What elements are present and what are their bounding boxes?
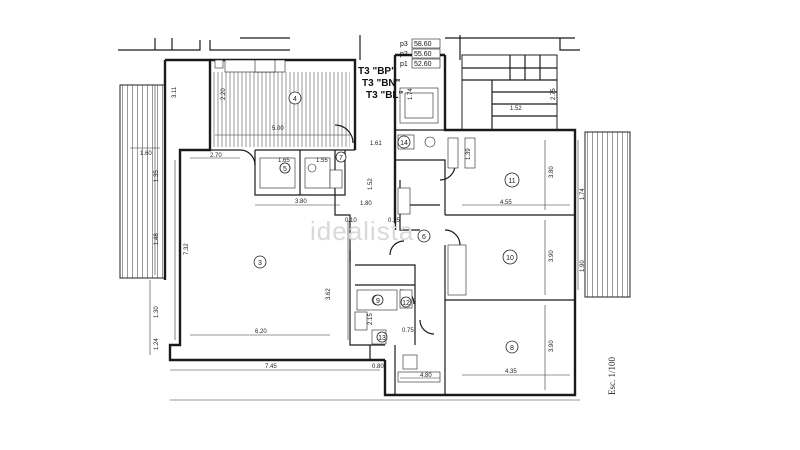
interior-walls — [180, 129, 575, 395]
unit-type-bl: T3 "BL" — [366, 90, 404, 101]
kitchen-floor — [210, 72, 350, 147]
dimension-lines — [130, 85, 580, 401]
watermark: idealista — [310, 216, 414, 246]
unit-type-bn: T3 "BN" — [362, 78, 401, 89]
dim-left-balcony-b: 1.48 — [154, 233, 160, 245]
room-12-label: 12 — [402, 300, 410, 307]
unit-type-labels: T3 "BP" T3 "BN" T3 "BL" — [358, 66, 404, 101]
room-14-label: 14 — [400, 140, 408, 147]
dim-total-width: 7.45 — [265, 364, 277, 370]
right-balcony — [584, 131, 631, 298]
room-11-label: 11 — [508, 178, 515, 185]
dim-stair-height: 2.75 — [551, 88, 557, 100]
room-markers: 3 4 5 6 7 8 9 10 11 12 13 14 — [253, 91, 520, 354]
level-p1: 52.60 — [414, 61, 432, 68]
room-6-label: 6 — [422, 234, 426, 241]
dim-wall-b: 0.15 — [388, 218, 400, 224]
room-3-label: 3 — [258, 260, 262, 267]
dim-room3-width: 6.20 — [255, 329, 267, 335]
top-neighbour-walls — [118, 35, 580, 60]
dim-stair-landing: 1.52 — [510, 106, 522, 112]
room-5-label: 5 — [283, 166, 287, 173]
room-4-label: 4 — [293, 96, 297, 103]
dim-room3-inner: 3.62 — [326, 288, 332, 300]
dim-utility: 4.80 — [420, 373, 432, 379]
floor-p3: p3 — [400, 41, 408, 48]
room-9-label: 9 — [376, 298, 380, 305]
dim-corridor-height: 1.52 — [368, 178, 374, 190]
staircase — [461, 54, 558, 131]
dim-room11-height: 3.80 — [549, 166, 555, 178]
dim-room10-height: 3.90 — [549, 250, 555, 262]
dim-small: 0.80 — [372, 364, 384, 370]
dim-top-left-a: 3.11 — [172, 86, 178, 98]
dim-kitchen-height: 2.20 — [221, 88, 227, 100]
dimension-labels: 7.45 6.20 3.80 2.70 5.00 1.80 0.10 0.15 … — [140, 86, 586, 379]
room-13-label: 13 — [378, 335, 386, 342]
dim-left-bottom-b: 1.30 — [154, 306, 160, 318]
dim-balcony-width: 1.60 — [140, 151, 152, 157]
dim-kitchen-width: 5.00 — [272, 126, 284, 132]
dim-corridor: 1.80 — [360, 201, 372, 207]
unit-type-bp: T3 "BP" — [358, 66, 396, 77]
dim-bath9-width: 0.75 — [402, 328, 414, 334]
dim-bath9: 2.15 — [368, 313, 374, 325]
dim-bath14: 1.74 — [408, 88, 414, 100]
room-10-label: 10 — [506, 255, 514, 262]
scale-label: Esc. 1/100 — [607, 357, 617, 395]
dim-hall: 2.70 — [210, 153, 222, 159]
dim-room8-height: 3.90 — [549, 340, 555, 352]
dim-wc-a: 1.65 — [278, 158, 290, 164]
dim-room3-height: 7.32 — [184, 243, 190, 255]
room-8-label: 8 — [510, 345, 514, 352]
dim-closet: 1.39 — [466, 148, 472, 160]
dim-wall-a: 0.10 — [345, 218, 357, 224]
dim-room11-width: 4.55 — [500, 200, 512, 206]
floor-levels: p3 58.60 p2 55.60 p1 52.60 — [400, 38, 441, 69]
dim-room8-width: 4.35 — [505, 369, 517, 375]
dim-right-balcony-b: 1.74 — [580, 188, 586, 200]
room-7-label: 7 — [339, 155, 343, 162]
dim-left-balcony-a: 1.35 — [154, 170, 160, 182]
dim-hall-b: 1.61 — [370, 141, 382, 147]
floor-p2: p2 — [400, 51, 408, 58]
dim-left-bottom-a: 1.24 — [154, 338, 160, 350]
level-p3: 58.60 — [414, 41, 432, 48]
floor-p1: p1 — [400, 61, 408, 68]
dim-right-balcony-a: 1.90 — [580, 260, 586, 272]
dim-wc-b: 1.55 — [316, 158, 328, 164]
level-p2: 55.60 — [414, 51, 432, 58]
dim-bath-width: 3.80 — [295, 199, 307, 205]
